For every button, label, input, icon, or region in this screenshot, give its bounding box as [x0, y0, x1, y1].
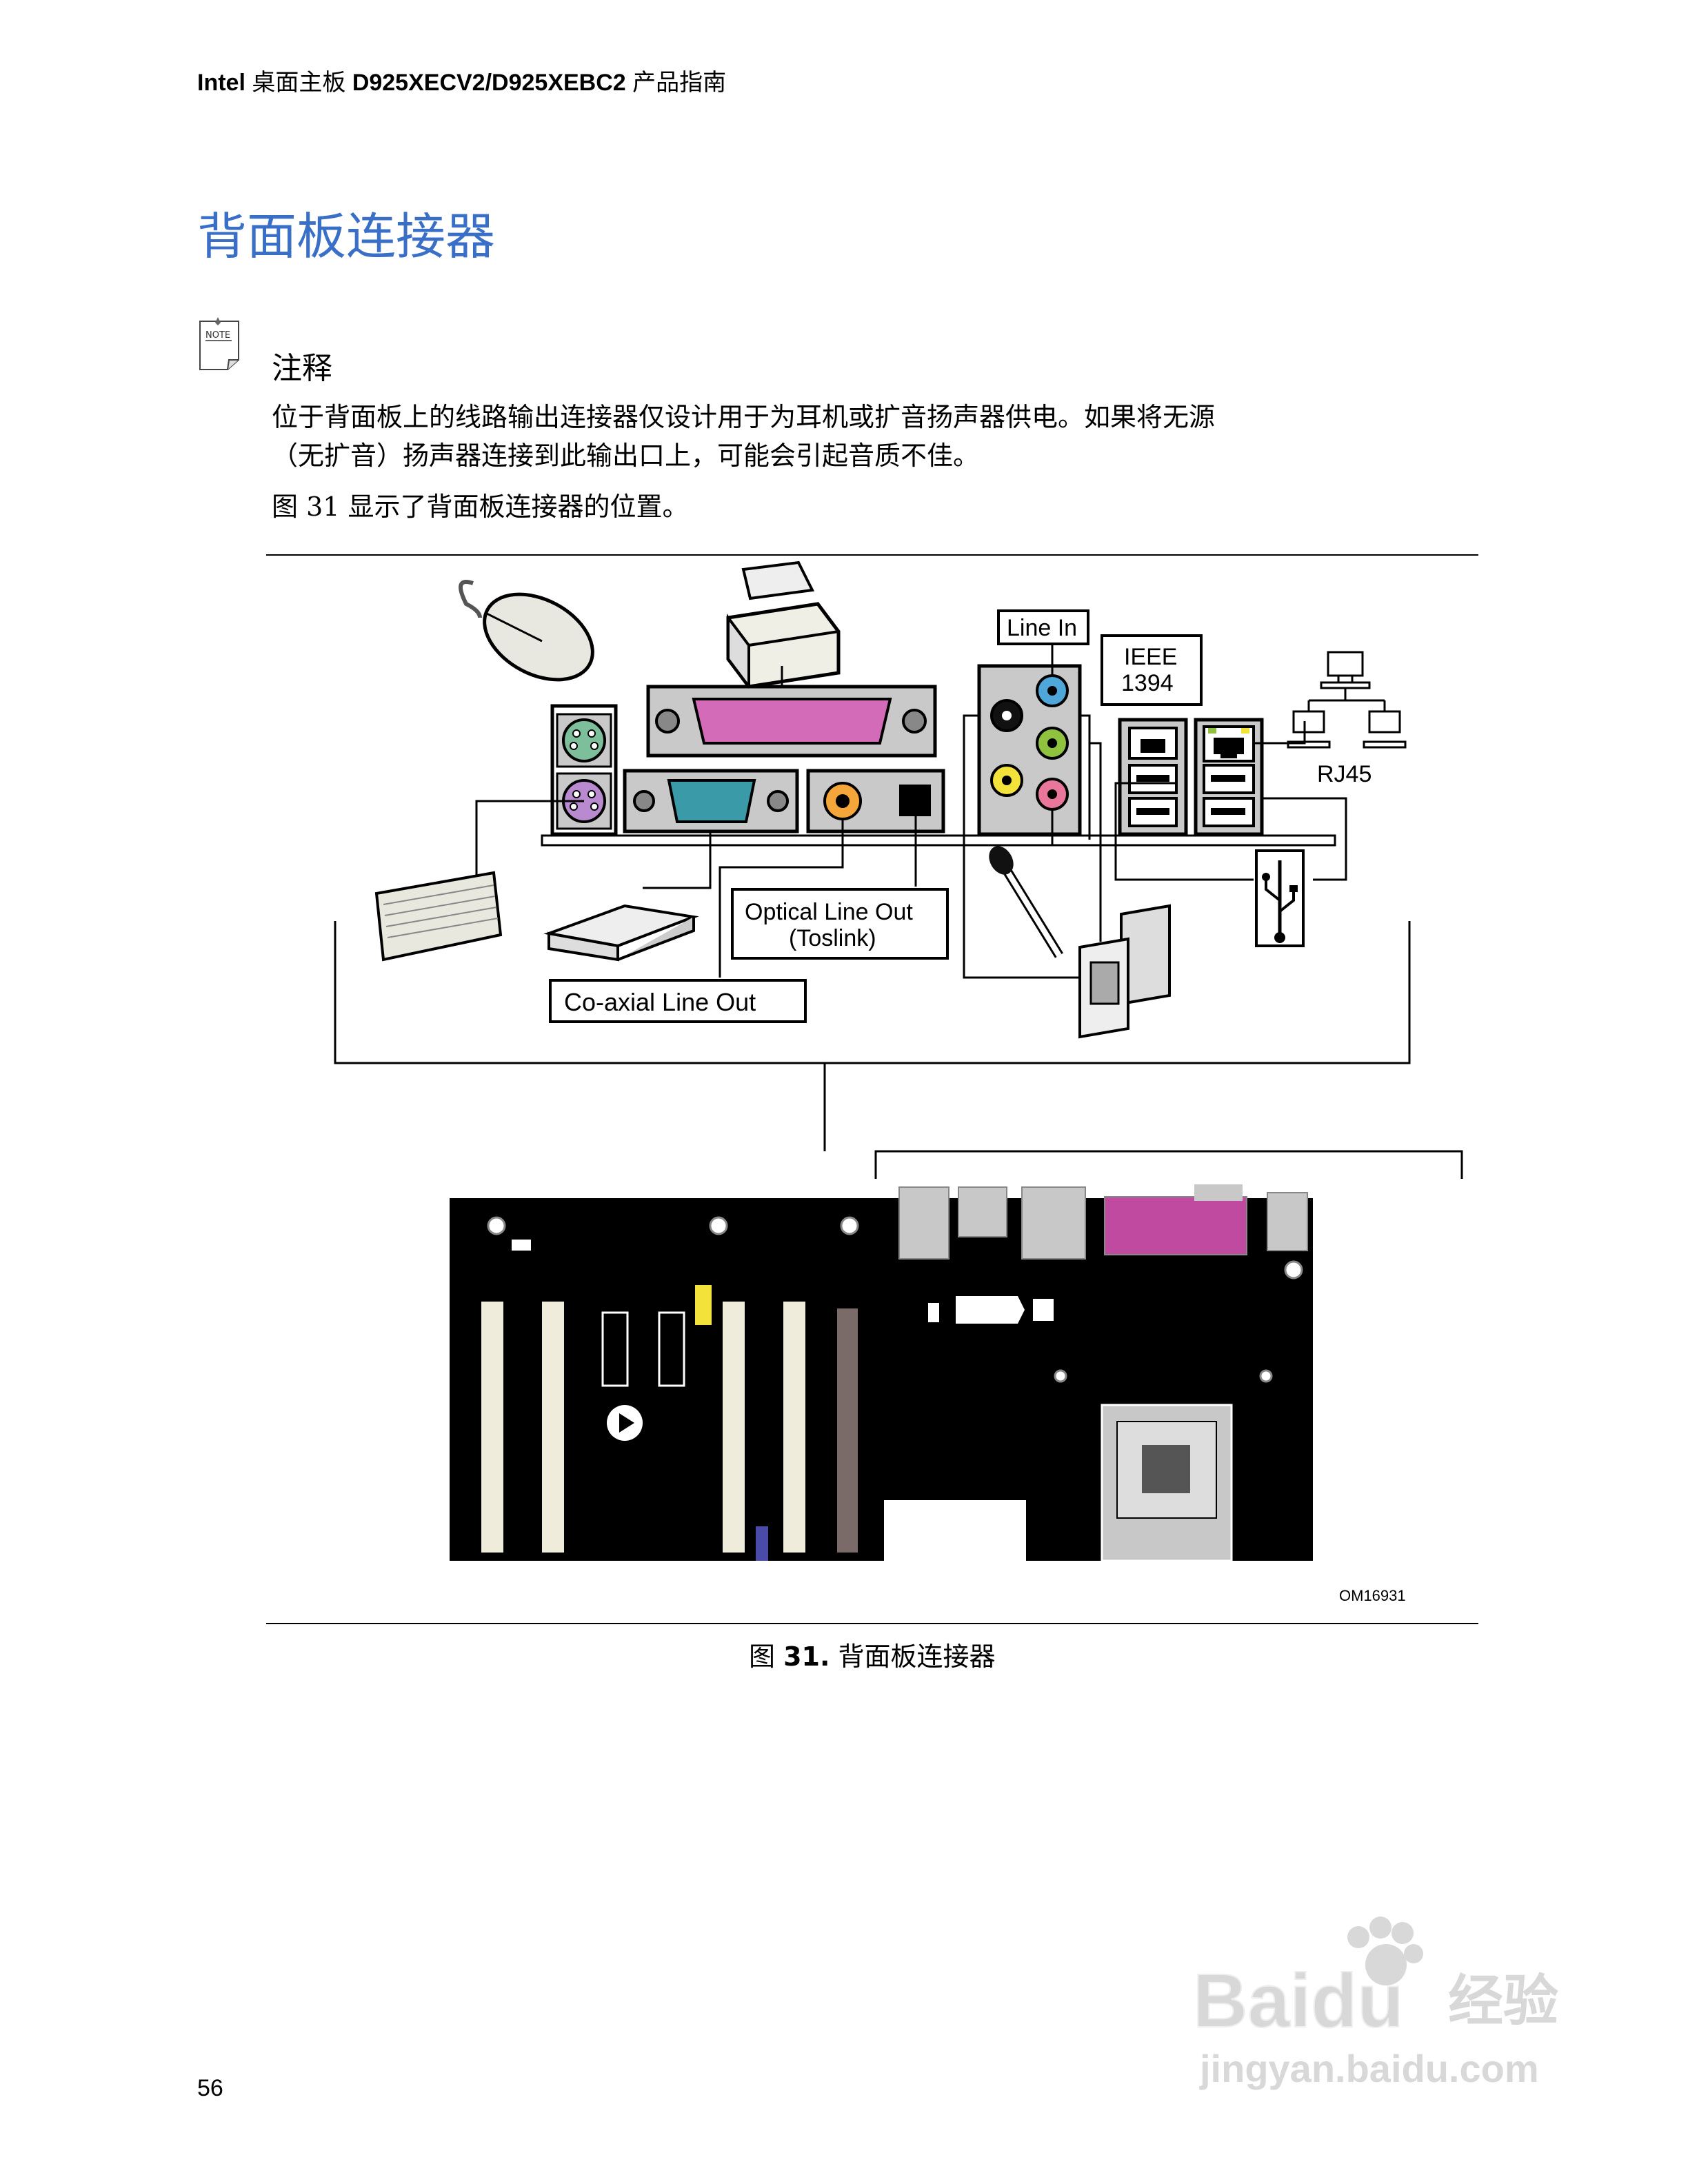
figure-id: OM16931	[1339, 1587, 1406, 1604]
optical-label-2: (Toslink)	[789, 925, 876, 951]
motherboard-illustration	[450, 1184, 1313, 1562]
figure-bottom-rule	[266, 1623, 1478, 1624]
optical-out-port[interactable]	[899, 785, 931, 816]
caption-number: 31.	[783, 1641, 830, 1672]
page-number: 56	[197, 2075, 223, 2102]
caption-prefix: 图	[749, 1641, 775, 1672]
rj45-label: RJ45	[1317, 761, 1372, 787]
note-heading: 注释	[272, 343, 332, 387]
watermark-sub: 经验	[1448, 1969, 1558, 2033]
note-text-line1: 位于背面板上的线路输出连接器仅设计用于为耳机或扩音扬声器供电。如果将无源	[272, 396, 1215, 434]
lan-usb-stack	[1196, 720, 1262, 834]
speakers-icon	[1080, 906, 1169, 1037]
modem-icon	[549, 906, 694, 960]
audio-jack-stack	[979, 666, 1080, 834]
ieee-label-2: 1394	[1121, 670, 1174, 696]
usb-symbol-icon	[1256, 851, 1303, 946]
header-brand: Intel	[197, 70, 245, 96]
note-text-line2: （无扩音）扬声器连接到此输出口上，可能会引起音质不佳。	[272, 434, 979, 472]
line-in-label: Line In	[1007, 615, 1077, 641]
note-icon-label: NOTE	[205, 330, 230, 341]
coaxial-callout: Co-axial Line Out	[550, 980, 805, 1022]
ps2-connector-stack	[552, 706, 616, 834]
optical-label-1: Optical Line Out	[745, 899, 913, 925]
serial-port[interactable]	[625, 771, 797, 831]
printer-icon	[728, 563, 838, 694]
watermark-url: jingyan.baidu.com	[1199, 2047, 1539, 2090]
baidu-watermark: Baidu 经验 jingyan.baidu.com	[1186, 1903, 1600, 2110]
back-panel-figure: Line In IEEE 1394 RJ45	[266, 556, 1478, 1624]
intro-text: 图 31 显示了背面板连接器的位置。	[272, 485, 689, 523]
ieee1394-callout: IEEE 1394	[1102, 636, 1201, 705]
mouse-icon	[461, 577, 607, 697]
optical-callout: Optical Line Out (Toslink)	[732, 889, 947, 958]
coax-optical-block	[808, 771, 943, 831]
header-models: D925XECV2/D925XEBC2	[352, 70, 626, 96]
section-title: 背面板连接器	[197, 196, 495, 268]
coaxial-label: Co-axial Line Out	[564, 988, 756, 1016]
watermark-brand: Baidu	[1193, 1959, 1404, 2043]
microphone-icon	[984, 842, 1059, 956]
figure-caption: 图 31. 背面板连接器	[749, 1635, 996, 1673]
parallel-port[interactable]	[648, 687, 935, 756]
keyboard-icon	[376, 873, 501, 960]
note-icon: NOTE	[197, 317, 245, 372]
header-text1: 桌面主板	[252, 70, 345, 96]
running-header: Intel 桌面主板 D925XECV2/D925XEBC2 产品指南	[197, 63, 726, 97]
ieee-label-1: IEEE	[1124, 644, 1177, 670]
caption-text: 背面板连接器	[838, 1641, 996, 1672]
firewire-usb-stack	[1120, 720, 1186, 834]
ps2-mouse-port[interactable]	[563, 720, 605, 761]
header-text2: 产品指南	[632, 70, 726, 96]
